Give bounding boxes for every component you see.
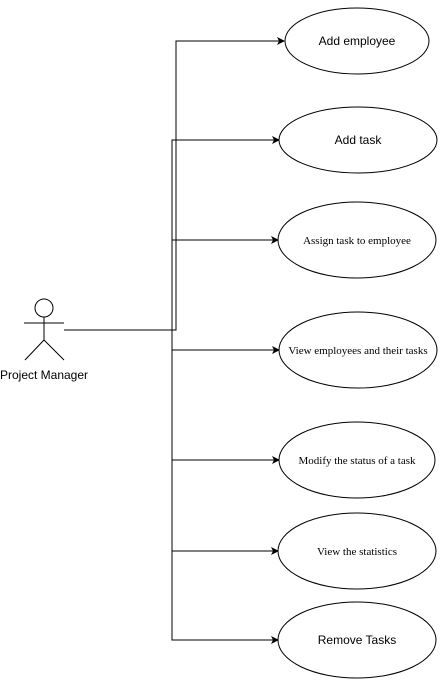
association-arrow-3 [64,236,279,331]
use-case-5[interactable]: Modify the status of a task [278,421,436,499]
use-case-label: Add employee [319,34,396,48]
use-case-ellipse [277,512,437,590]
use-case-7[interactable]: Remove Tasks [277,601,437,679]
actor-project-manager[interactable]: Project Manager [0,298,88,382]
use-case-label: Add task [335,133,383,147]
association-arrow-6 [64,329,279,555]
association-arrow-7 [64,329,279,644]
use-case-label: View the statistics [317,546,397,558]
use-case-ellipse [278,311,438,389]
use-case-label: View employees and their tasks [288,345,427,357]
association-arrow-1 [64,37,285,331]
actor-head [34,298,54,318]
use-case-ellipse [278,421,436,499]
connectors [64,37,285,644]
use-case-label: Modify the status of a task [298,455,416,467]
use-case-ellipse [284,7,430,75]
actor-right-leg [43,339,65,361]
actor-label: Project Manager [0,368,88,382]
use-case-3[interactable]: Assign task to employee [277,201,437,279]
use-case-6[interactable]: View the statistics [277,512,437,590]
use-case-label: Remove Tasks [318,633,396,647]
use-case-1[interactable]: Add employee [284,7,430,75]
use-case-4[interactable]: View employees and their tasks [278,311,438,389]
use-case-2[interactable]: Add task [278,106,438,174]
use-case-ellipse [277,201,437,279]
actor-left-leg [24,339,45,361]
use-case-label: Assign task to employee [303,235,411,247]
use-case-ellipse [278,106,438,174]
use-case-ellipse [277,601,437,679]
